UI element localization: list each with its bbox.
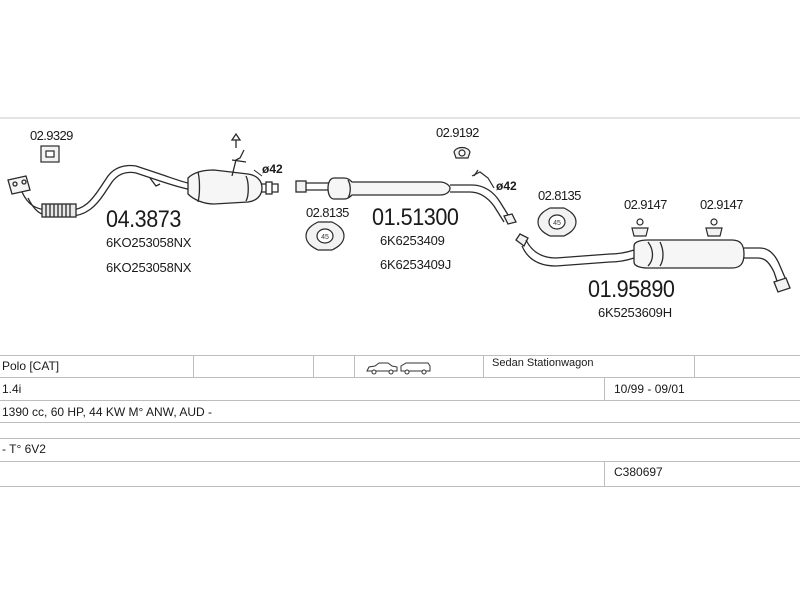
rubber-hanger-icon [705, 218, 723, 237]
note-cell: - T° 6V2 [2, 442, 46, 456]
svg-text:45: 45 [321, 234, 329, 241]
gasket-icon: 45 [305, 221, 345, 251]
middle-silencer-oem-number: 6K6253409 [380, 233, 445, 248]
car-icon [366, 362, 431, 375]
diameter-label: ø42 [262, 162, 283, 176]
gasket-label: 02.8135 [306, 205, 349, 220]
gasket-icon: 45 [537, 207, 577, 237]
rear-silencer [515, 233, 791, 293]
middle-silencer-oem-number: 6K6253409J [380, 257, 452, 272]
spec-cell: 1390 cc, 60 HP, 44 KW M° ANW, AUD - [2, 405, 212, 419]
rear-silencer-part-number: 01.95890 [588, 276, 675, 303]
catalyst-part-number: 04.3873 [106, 206, 181, 233]
years-cell: 10/99 - 09/01 [614, 382, 685, 396]
exhaust-system-diagram: 45 45 [0, 117, 800, 293]
clamp-icon [40, 145, 60, 163]
catalyst-oem-number: 6KO253058NX [106, 260, 192, 275]
catalyst-oem-number: 6KO253058NX [106, 235, 192, 250]
hanger-label: 02.9147 [700, 197, 743, 212]
clamp-pipe [471, 169, 495, 189]
gasket-label: 02.8135 [538, 188, 581, 203]
rear-silencer-oem-number: 6K5253609H [598, 305, 672, 320]
reference-cell: C380697 [614, 465, 663, 479]
clamp-b-label: 02.9192 [436, 125, 479, 140]
hanger-label: 02.9147 [624, 197, 667, 212]
hanger-clamp-icon [453, 146, 471, 159]
front-pipe-catalyst [7, 132, 279, 218]
diameter-label: ø42 [496, 179, 517, 193]
model-cell: Polo [CAT] [2, 359, 60, 373]
clamp-a-label: 02.9329 [30, 128, 73, 143]
svg-text:45: 45 [553, 220, 561, 227]
engine-cell: 1.4i [2, 382, 22, 396]
middle-silencer-pipe [295, 177, 517, 225]
rubber-hanger-icon [631, 218, 649, 237]
middle-silencer-part-number: 01.51300 [372, 204, 459, 231]
body-types-cell: Sedan Stationwagon [492, 357, 594, 369]
